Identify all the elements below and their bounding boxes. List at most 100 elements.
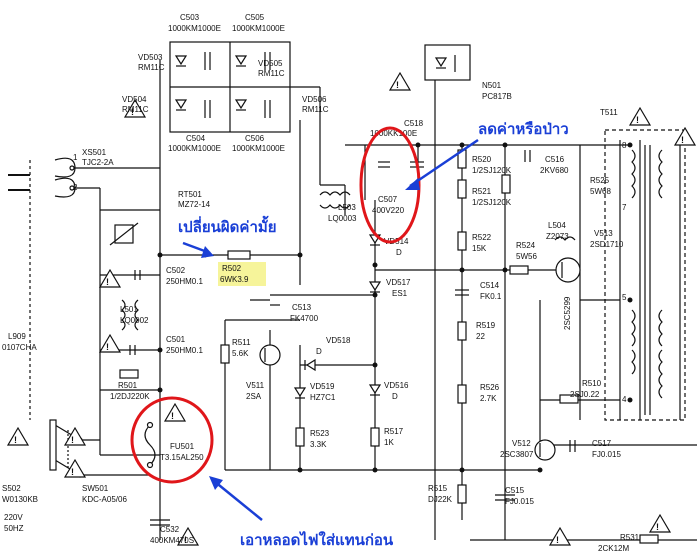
svg-text:!: ! [636,115,639,125]
label-l504: L504 [548,221,566,230]
svg-text:!: ! [396,80,399,90]
label-c503: C503 [180,13,200,22]
label-c504: C504 [186,134,206,143]
fuse-fu501 [144,421,156,469]
r502-highlight [218,262,266,286]
label-c501: C501 [166,335,186,344]
label-r501-value: 1/2DJ220K [110,392,150,401]
label-c515-value: FJ0.015 [505,497,534,506]
label-vd518: VD518 [326,336,351,345]
label-vd506-value: RM11C [302,105,329,114]
svg-text:!: ! [681,135,684,145]
label-pin5: 5 [622,293,627,302]
label-vd516: VD516 [384,381,409,390]
label-sw501: SW501 [82,484,109,493]
warning-icon: ! ! ! ! ! ! ! ! ! ! ! ! ! [6,71,697,546]
label-r524-value: 5W56 [516,252,537,261]
label-50hz: 50HZ [4,524,24,533]
label-c514-value: FK0.1 [480,292,502,301]
label-r522-value: 15K [472,244,487,253]
svg-text:!: ! [14,435,17,445]
label-vd514-value: D [396,248,402,257]
label-r502: R502 [222,264,242,273]
label-vd505: VD505 [258,59,283,68]
label-pin2: 2 [73,183,78,192]
label-sw501-value: KDC-A05/06 [82,495,127,504]
label-c505-value: 1000KM1000E [232,24,285,33]
label-c516: C516 [545,155,565,164]
label-rt501: RT501 [178,190,202,199]
optocoupler-n501 [424,44,471,81]
label-l501: L501 [120,305,138,314]
label-vd518-value: D [316,347,322,356]
label-r531-value: 2CK12M [598,544,629,553]
label-r522: R522 [472,233,492,242]
label-c532-value: 400KM470S [150,536,194,545]
svg-text:!: ! [71,435,74,445]
label-pin1: 1 [73,153,78,162]
label-n501-value: PC817B [482,92,512,101]
svg-text:!: ! [131,107,134,117]
label-c506: C506 [245,134,265,143]
label-v512: V512 [512,439,531,448]
label-c502: C502 [166,266,186,275]
label-r519-value: 22 [476,332,485,341]
label-c515: C515 [505,486,525,495]
label-r519: R519 [476,321,496,330]
annotation-bottom: เอาหลอดไฟใส่แทนก่อน [240,530,394,549]
svg-text:!: ! [71,467,74,477]
label-r524: R524 [516,241,536,250]
label-vd519-value: HZ7C1 [310,393,336,402]
label-r511: R511 [232,338,251,347]
label-v511: V511 [246,381,265,390]
label-vd517: VD517 [386,278,411,287]
label-r525: R525 [590,176,610,185]
junction-dots [157,142,633,473]
label-vd506: VD506 [302,95,327,104]
label-vd517-value: ES1 [392,289,408,298]
label-t511: T511 [600,108,618,117]
svg-text:!: ! [106,342,109,352]
label-vd503: VD503 [138,53,163,62]
label-v513-value: 2SD1710 [590,240,624,249]
bridge-diodes [174,52,271,118]
label-vd516-value: D [392,392,398,401]
label-l909: L909 [8,332,26,341]
inductors [109,191,576,331]
label-r521-value: 1/2SJ120K [472,198,512,207]
label-pin7: 7 [622,203,627,212]
capacitors [129,150,576,526]
svg-text:!: ! [171,411,174,421]
label-c501-value: 250HM0.1 [166,346,203,355]
label-l501-value: LQ0002 [120,316,149,325]
label-r515-value: DJ22K [428,495,453,504]
label-r523: R523 [310,429,330,438]
resistors [119,149,659,544]
arrow-head-c507 [405,178,420,190]
label-r526-value: 2.7K [480,394,497,403]
label-r502-value: 6WK3.9 [220,275,249,284]
label-xs501-value: TJC2-2A [82,158,114,167]
label-c507-value: 400V220 [372,206,405,215]
label-c513-value: FK4700 [290,314,319,323]
label-l504-value: Z2073 [546,232,569,241]
label-vd503-value: RM11C [138,63,165,72]
label-pin8: 8 [622,141,627,150]
label-vd504: VD504 [122,95,147,104]
label-r501: R501 [118,381,138,390]
component-labels: C503 1000KM1000E C505 1000KM1000E VD503 … [2,13,640,553]
label-c517: C517 [592,439,612,448]
label-fu501-value: T3.15AL250 [160,453,204,462]
label-v512-value: 2SC3807 [500,450,534,459]
transistors [259,257,581,461]
label-r510-value: 2SJ0.22 [570,390,600,399]
label-c516-value: 2KV680 [540,166,569,175]
label-l503: L503 [338,203,356,212]
label-c517-value: FJ0.015 [592,450,621,459]
label-c507: C507 [378,195,398,204]
label-l909-value: 0107CHA [2,343,37,352]
label-v513-part: 2SC5299 [563,296,572,330]
label-rt501-value: MZ72-14 [178,200,211,209]
r502-body [227,250,251,260]
